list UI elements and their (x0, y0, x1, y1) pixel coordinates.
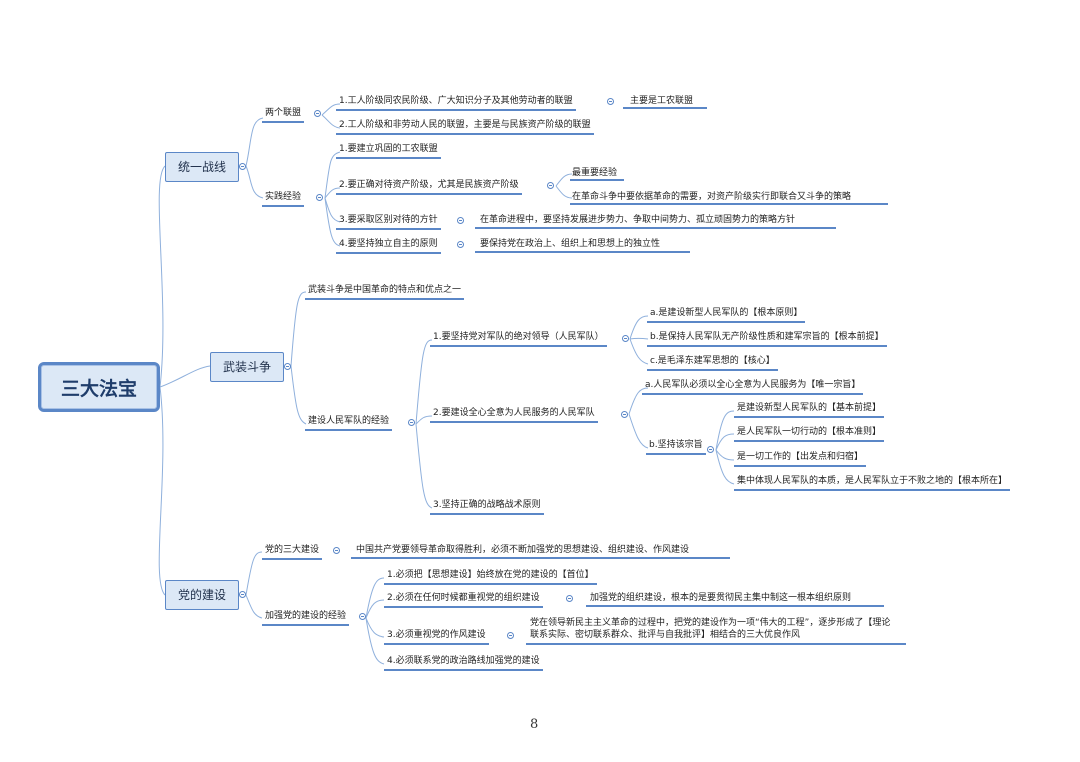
topic-practice-3[interactable]: 3.要采取区别对待的方针 (336, 214, 441, 230)
topic-army-1[interactable]: 1.要坚持党对军队的绝对领导（人民军队） (430, 331, 607, 347)
topic-army-2-a[interactable]: a.人民军队必须以全心全意为人民服务为【唯一宗旨】 (642, 379, 864, 395)
topic-practice-4[interactable]: 4.要坚持独立自主的原则 (336, 238, 441, 254)
collapse-toggle-icon[interactable] (359, 613, 366, 620)
note-practice-3[interactable]: 在革命进程中，要坚持发展进步势力、争取中间势力、孤立顽固势力的策略方针 (480, 215, 796, 225)
note-strengthen-2[interactable]: 加强党的组织建设，根本的是要贯彻民主集中制这一根本组织原则 (590, 593, 852, 603)
branch-party-building[interactable]: 党的建设 (165, 580, 239, 610)
collapse-toggle-icon[interactable] (457, 217, 464, 224)
topic-three-constructions[interactable]: 党的三大建设 (262, 544, 323, 560)
collapse-toggle-icon[interactable] (622, 335, 629, 342)
root-topic[interactable]: 三大法宝 (38, 362, 160, 412)
topic-alliance-1[interactable]: 1.工人阶级同农民阶级、广大知识分子及其他劳动者的联盟 (336, 95, 576, 111)
collapse-toggle-icon[interactable] (507, 632, 514, 639)
topic-two-alliances[interactable]: 两个联盟 (262, 107, 305, 123)
note-alliance-1[interactable]: 主要是工农联盟 (630, 96, 694, 106)
collapse-toggle-icon[interactable] (408, 419, 415, 426)
topic-army-3[interactable]: 3.坚持正确的战略战术原则 (430, 499, 544, 515)
collapse-toggle-icon[interactable] (547, 182, 554, 189)
topic-practice-1[interactable]: 1.要建立巩固的工农联盟 (336, 143, 441, 159)
topic-strengthen-1[interactable]: 1.必须把【思想建设】始终放在党的建设的【首位】 (384, 569, 597, 585)
collapse-toggle-icon[interactable] (621, 411, 628, 418)
note-practice-2-b[interactable]: 在革命斗争中要依据革命的需要，对资产阶级实行即联合又斗争的策略 (572, 192, 852, 202)
topic-army-2-b-3[interactable]: 是一切工作的【出发点和归宿】 (734, 451, 867, 467)
collapse-toggle-icon[interactable] (566, 595, 573, 602)
topic-strengthen-3[interactable]: 3.必须重视党的作风建设 (384, 629, 489, 645)
topic-army-2-b-1[interactable]: 是建设新型人民军队的【基本前提】 (734, 402, 885, 418)
topic-practice-2[interactable]: 2.要正确对待资产阶级，尤其是民族资产阶级 (336, 179, 522, 195)
topic-army-2-b-2[interactable]: 是人民军队一切行动的【根本准则】 (734, 426, 885, 442)
collapse-toggle-icon[interactable] (284, 363, 291, 370)
page-number: 8 (530, 717, 539, 732)
branch-armed-struggle[interactable]: 武装斗争 (210, 352, 284, 382)
topic-alliance-2[interactable]: 2.工人阶级和非劳动人民的联盟，主要是与民族资产阶级的联盟 (336, 119, 594, 135)
collapse-toggle-icon[interactable] (607, 98, 614, 105)
note-practice-4[interactable]: 要保持党在政治上、组织上和思想上的独立性 (480, 239, 661, 249)
note-three-constructions[interactable]: 中国共产党要领导革命取得胜利，必须不断加强党的思想建设、组织建设、作风建设 (356, 545, 690, 555)
topic-army-1-b[interactable]: b.是保持人民军队无产阶级性质和建军宗旨的【根本前提】 (647, 331, 887, 347)
collapse-toggle-icon[interactable] (707, 446, 714, 453)
topic-armed-feature[interactable]: 武装斗争是中国革命的特点和优点之一 (305, 284, 465, 300)
topic-army-1-a[interactable]: a.是建设新型人民军队的【根本原则】 (647, 307, 806, 323)
topic-strengthen-experience[interactable]: 加强党的建设的经验 (262, 610, 350, 626)
collapse-toggle-icon[interactable] (314, 110, 321, 117)
topic-strengthen-4[interactable]: 4.必须联系党的政治路线加强党的建设 (384, 655, 543, 671)
collapse-toggle-icon[interactable] (333, 547, 340, 554)
topic-army-2[interactable]: 2.要建设全心全意为人民服务的人民军队 (430, 407, 598, 423)
topic-strengthen-2[interactable]: 2.必须在任何时候都重视党的组织建设 (384, 592, 543, 608)
topic-practice-experience[interactable]: 实践经验 (262, 191, 305, 207)
branch-united-front[interactable]: 统一战线 (165, 152, 239, 182)
collapse-toggle-icon[interactable] (457, 241, 464, 248)
topic-army-1-c[interactable]: c.是毛泽东建军思想的【核心】 (647, 355, 778, 371)
topic-army-2-b-4[interactable]: 集中体现人民军队的本质，是人民军队立于不败之地的【根本所在】 (734, 475, 1011, 491)
collapse-toggle-icon[interactable] (239, 163, 246, 170)
topic-army-2-b[interactable]: b.坚持该宗旨 (646, 439, 706, 455)
topic-army-experience[interactable]: 建设人民军队的经验 (305, 415, 393, 431)
note-practice-2-a[interactable]: 最重要经验 (572, 168, 618, 178)
note-strengthen-3[interactable]: 党在领导新民主主义革命的过程中，把党的建设作为一项“伟大的工程”，逐步形成了【理… (530, 618, 891, 640)
collapse-toggle-icon[interactable] (316, 194, 323, 201)
collapse-toggle-icon[interactable] (239, 591, 246, 598)
